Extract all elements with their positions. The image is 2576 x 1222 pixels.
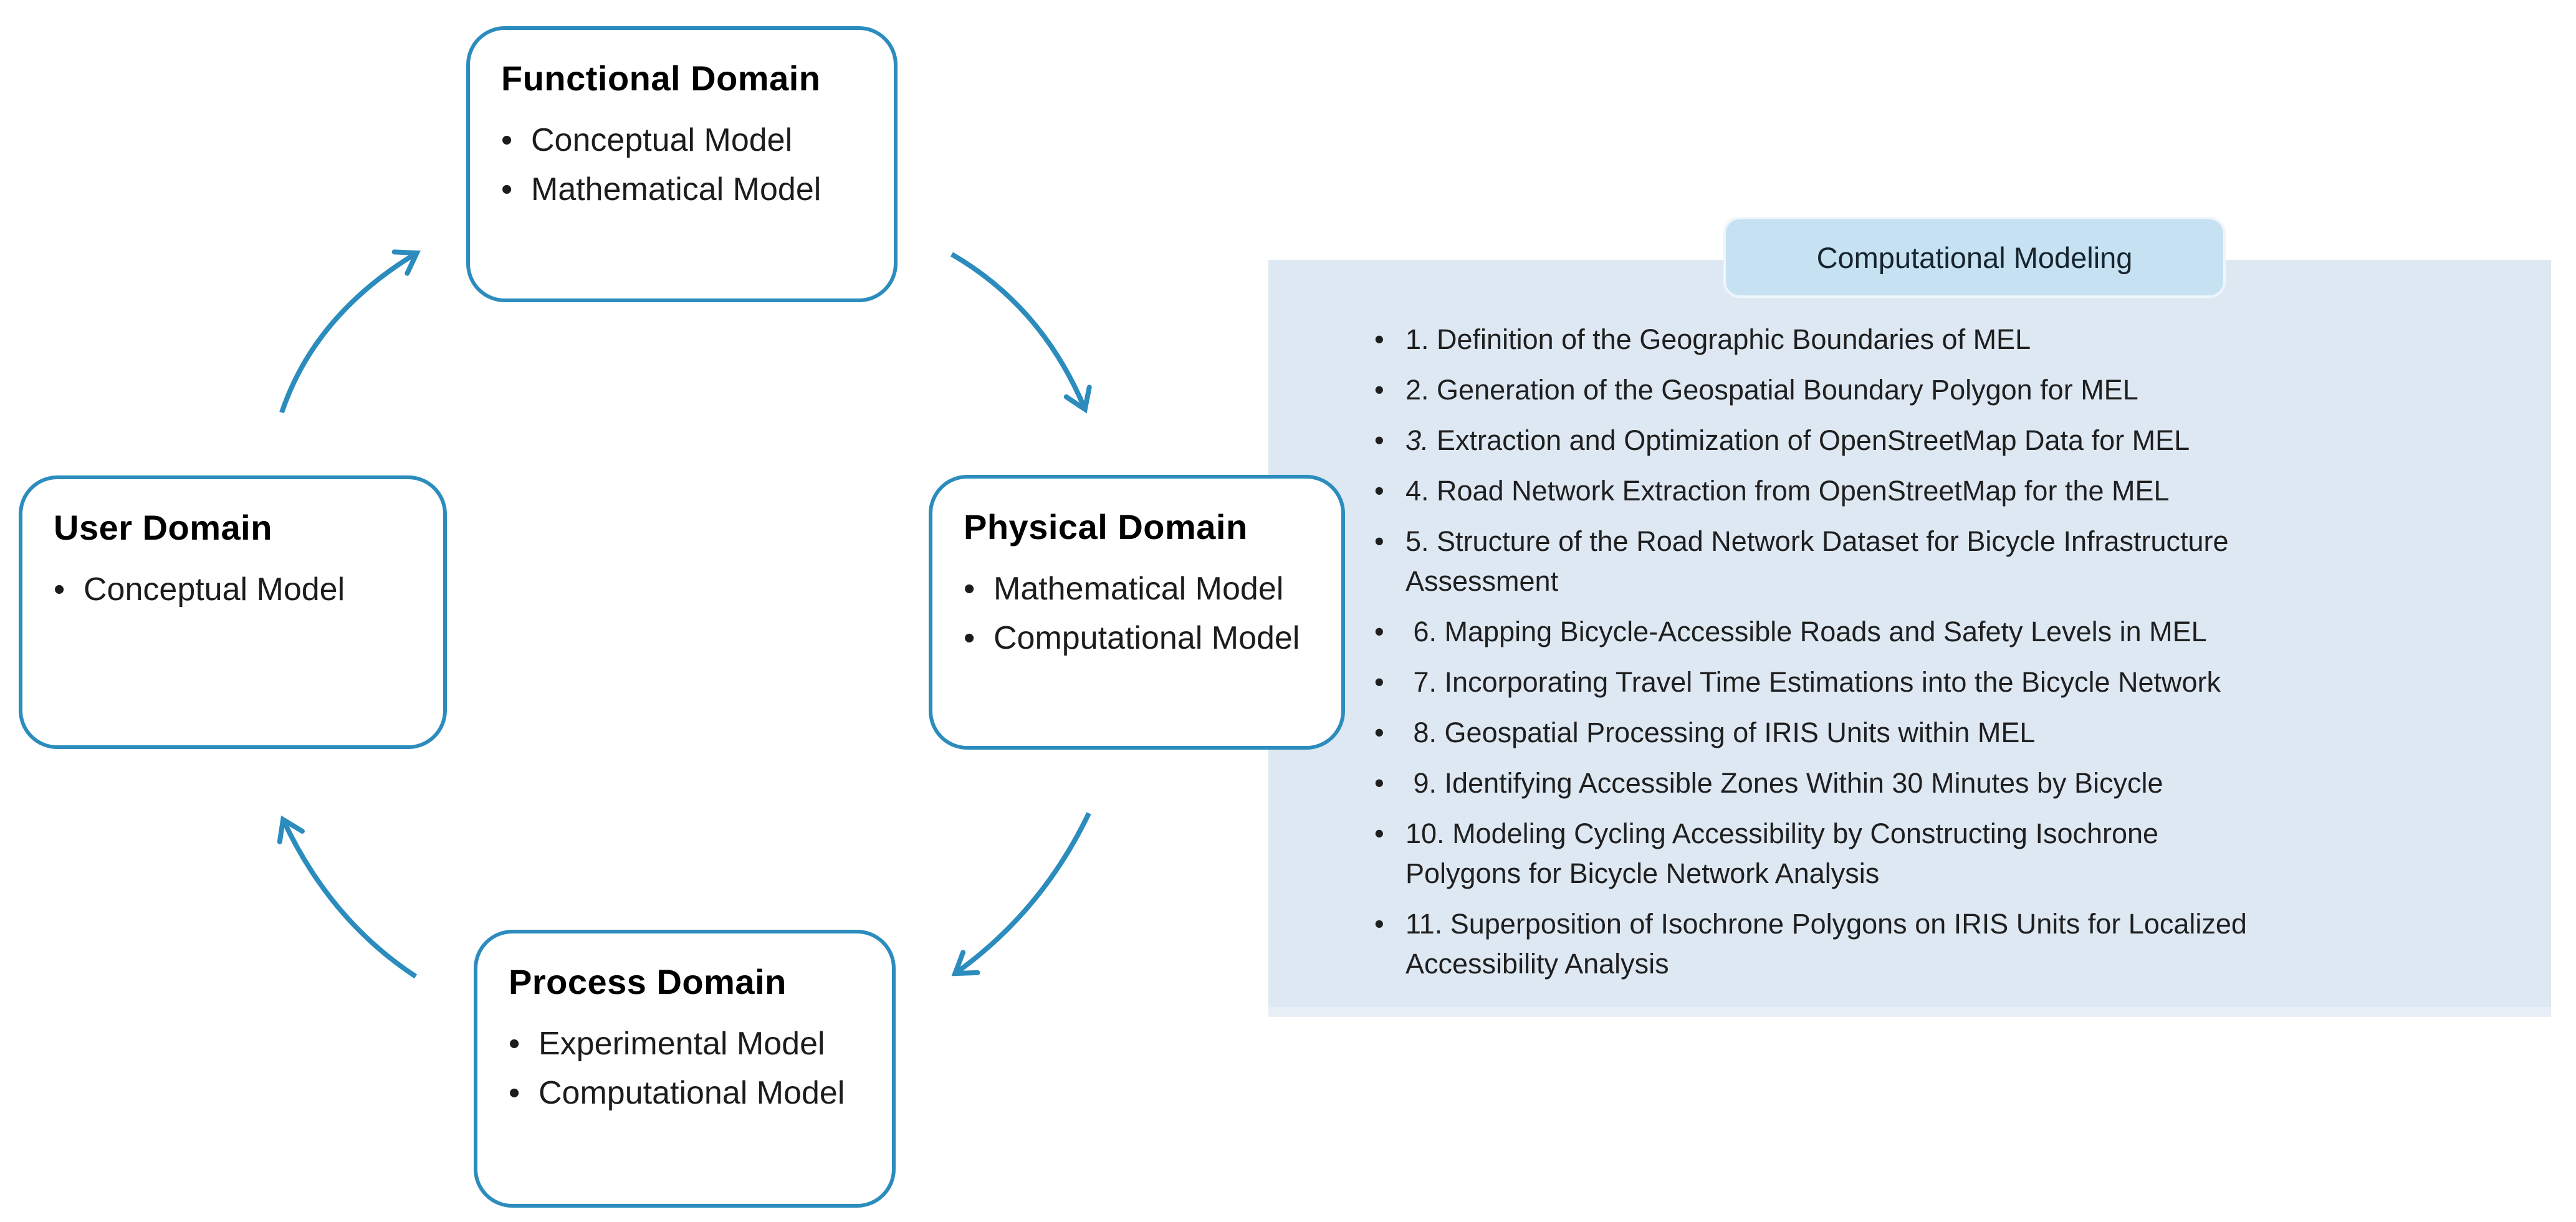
domain-box-user: User Domain • Conceptual Model xyxy=(19,475,447,749)
arrow-process-to-user xyxy=(277,815,418,979)
domain-box-physical: Physical Domain • Mathematical Model • Comp… xyxy=(929,475,1345,750)
arrow-user-to-functional xyxy=(279,249,421,414)
panel-step-item: • 3. Extraction and Optimization of OpenS… xyxy=(1374,421,2521,461)
panel-step-text: 8. Geospatial Processing of IRIS Units w… xyxy=(1405,717,2036,748)
panel-step-text: 4. Road Network Extraction from OpenStre… xyxy=(1405,475,2170,507)
panel-step-text: 1. Definition of the Geographic Boundari… xyxy=(1405,323,2031,355)
bullet-icon: • xyxy=(1374,666,1384,698)
model-bullet-label: Mathematical Model xyxy=(994,571,1284,608)
bullet-icon: • xyxy=(1374,475,1384,507)
bullet-icon: • xyxy=(501,122,513,159)
model-bullet-label: Conceptual Model xyxy=(84,571,345,608)
panel-step-text: 6. Mapping Bicycle-Accessible Roads and … xyxy=(1405,616,2207,647)
domain-title: Process Domain xyxy=(509,962,787,1001)
panel-step-number: 10. xyxy=(1405,818,1445,849)
model-bullet-item: • Computational Model xyxy=(509,1071,861,1116)
model-bullet-label: Computational Model xyxy=(994,619,1300,656)
panel-title-badge: Computational Modeling xyxy=(1723,217,2226,298)
panel-step-item: • 5. Structure of the Road Network Datase… xyxy=(1374,522,2521,601)
panel-step-number: 4. xyxy=(1405,475,1429,507)
panel-step-item: • 4. Road Network Extraction from OpenStr… xyxy=(1374,471,2521,511)
panel-step-number: 8. xyxy=(1405,717,1437,748)
domain-model-list: • Experimental Model • Computational Model xyxy=(509,1021,861,1116)
panel-step-item: • 7. Incorporating Travel Time Estimatio… xyxy=(1374,662,2521,702)
model-bullet-item: • Experimental Model xyxy=(509,1021,861,1067)
panel-step-text: 7. Incorporating Travel Time Estimations… xyxy=(1405,666,2221,698)
computational-modeling-panel: • 1. Definition of the Geographic Boundar… xyxy=(1268,260,2551,1017)
bullet-icon: • xyxy=(964,571,975,608)
arrow-functional-to-physical xyxy=(950,252,1092,414)
model-bullet-label: Experimental Model xyxy=(539,1026,825,1062)
panel-step-item: • 6. Mapping Bicycle-Accessible Roads an… xyxy=(1374,612,2521,652)
bullet-icon: • xyxy=(1374,374,1384,406)
panel-step-number: 1. xyxy=(1405,323,1429,355)
panel-step-text: 2. Generation of the Geospatial Boundary… xyxy=(1405,374,2138,406)
model-bullet-label: Conceptual Model xyxy=(531,122,793,159)
domain-box-process: Process Domain • Experimental Model • Compu… xyxy=(474,930,896,1208)
bullet-icon: • xyxy=(1374,424,1384,456)
model-bullet-item: • Computational Model xyxy=(964,616,1310,661)
panel-step-number: 11. xyxy=(1405,908,1443,940)
panel-step-item: • 11. Superposition of Isochrone Polygons… xyxy=(1374,904,2521,984)
panel-step-text: 10. Modeling Cycling Accessibility by Co… xyxy=(1405,818,2159,889)
model-bullet-item: • Conceptual Model xyxy=(501,118,863,163)
panel-step-item: • 2. Generation of the Geospatial Boundar… xyxy=(1374,370,2521,410)
panel-step-item: • 1. Definition of the Geographic Boundar… xyxy=(1374,320,2521,360)
bullet-icon: • xyxy=(1374,908,1384,940)
panel-step-text: 9. Identifying Accessible Zones Within 3… xyxy=(1405,767,2163,799)
domain-model-list: • Mathematical Model • Computational Model xyxy=(964,566,1310,661)
bullet-icon: • xyxy=(1374,818,1384,849)
panel-step-text: 11. Superposition of Isochrone Polygons … xyxy=(1405,908,2247,980)
domain-model-list: • Conceptual Model • Mathematical Model xyxy=(501,118,863,212)
bullet-icon: • xyxy=(509,1026,520,1062)
panel-step-number: 5. xyxy=(1405,525,1429,557)
panel-step-number: 6. xyxy=(1405,616,1437,647)
bullet-icon: • xyxy=(1374,616,1384,647)
domain-title: Physical Domain xyxy=(964,507,1248,547)
panel-step-text: 5. Structure of the Road Network Dataset… xyxy=(1405,525,2229,597)
panel-step-item: • 10. Modeling Cycling Accessibility by C… xyxy=(1374,814,2521,894)
bullet-icon: • xyxy=(509,1074,520,1111)
bullet-icon: • xyxy=(1374,767,1384,799)
panel-step-list: • 1. Definition of the Geographic Boundar… xyxy=(1374,320,2521,984)
domain-box-functional: Functional Domain • Conceptual Model • Math… xyxy=(466,26,898,302)
domain-model-list: • Conceptual Model xyxy=(54,567,412,613)
bullet-icon: • xyxy=(501,171,513,208)
panel-step-number: 9. xyxy=(1405,767,1437,799)
model-bullet-label: Computational Model xyxy=(539,1074,845,1111)
panel-step-number: 3. xyxy=(1405,424,1429,456)
model-bullet-item: • Mathematical Model xyxy=(501,167,863,212)
domain-title: User Domain xyxy=(54,508,272,547)
domain-title: Functional Domain xyxy=(501,59,821,98)
bullet-icon: • xyxy=(1374,525,1384,557)
bullet-icon: • xyxy=(964,619,975,656)
bullet-icon: • xyxy=(54,571,65,608)
panel-step-text: 3. Extraction and Optimization of OpenSt… xyxy=(1405,424,2190,456)
bullet-icon: • xyxy=(1374,323,1384,355)
panel-step-item: • 9. Identifying Accessible Zones Within… xyxy=(1374,763,2521,803)
panel-step-number: 7. xyxy=(1405,666,1437,698)
model-bullet-item: • Conceptual Model xyxy=(54,567,412,613)
bullet-icon: • xyxy=(1374,717,1384,748)
panel-step-item: • 8. Geospatial Processing of IRIS Units… xyxy=(1374,713,2521,753)
model-bullet-label: Mathematical Model xyxy=(531,171,821,208)
model-bullet-item: • Mathematical Model xyxy=(964,566,1310,612)
panel-step-number: 2. xyxy=(1405,374,1429,406)
arrow-physical-to-process xyxy=(951,812,1091,976)
